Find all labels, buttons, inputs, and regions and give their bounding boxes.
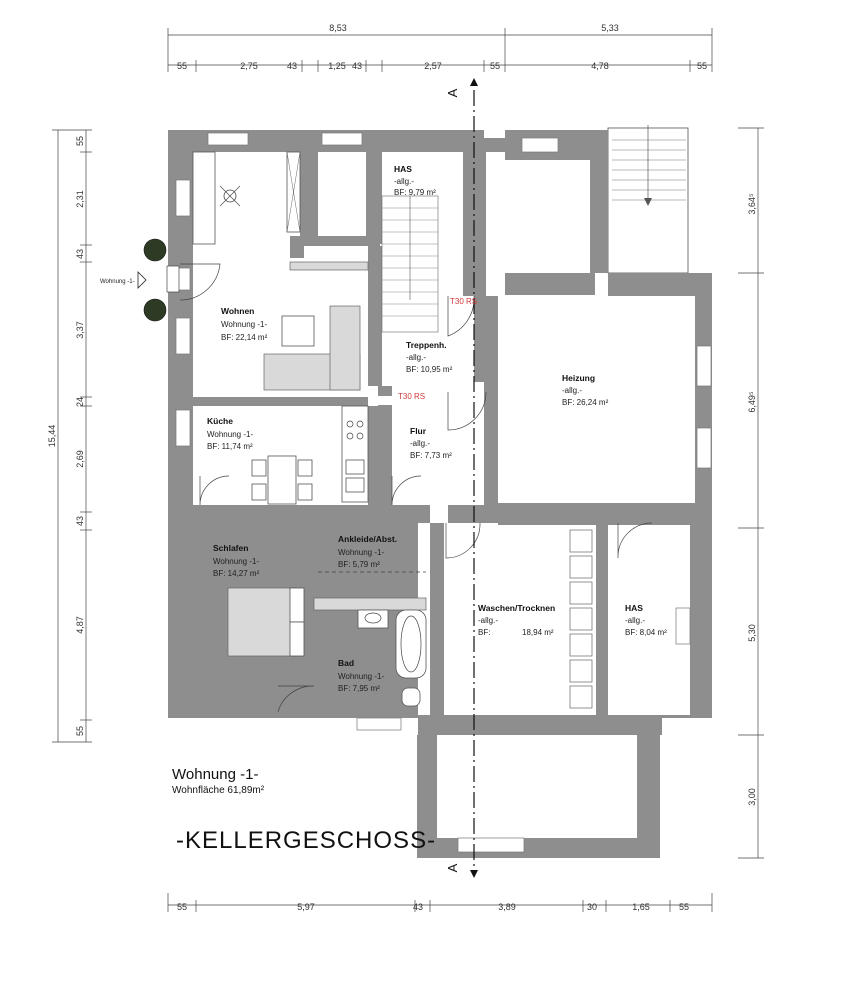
dim-bottom: 3,89: [498, 902, 516, 912]
room-area: BF: 22,14 m²: [221, 333, 268, 342]
dim-left-detail: 24: [75, 397, 85, 407]
walls: [168, 130, 712, 858]
fire-door-label: T30 RS: [450, 297, 477, 306]
dim-bottom: 5,97: [297, 902, 315, 912]
bottom-dimensions: 55 5,97 43 3,89 30 1,65 55: [167, 893, 713, 912]
dim-top-total-1: 8,53: [329, 23, 347, 33]
room-area: BF: 5,79 m²: [338, 560, 380, 569]
legend: Wohnung -1- Wohnfläche 61,89m² -KELLERGE…: [172, 766, 436, 854]
dim-top-detail: 43: [352, 61, 362, 71]
room-usage: -allg.-: [478, 616, 498, 625]
room-name: Schlafen: [213, 543, 248, 553]
room-area: BF: 14,27 m²: [213, 569, 260, 578]
dim-left-detail: 55: [75, 726, 85, 736]
room-usage: Wohnung -1-: [213, 557, 259, 566]
dim-left-detail: 55: [75, 136, 85, 146]
dim-left-total: 15,44: [47, 425, 57, 448]
section-label-bottom: A: [445, 863, 460, 872]
dim-right: 5,30: [747, 624, 757, 642]
room-area: BF: 7,73 m²: [410, 451, 452, 460]
room-area: BF: 10,95 m²: [406, 365, 453, 374]
room-usage: -allg.-: [410, 439, 430, 448]
room-name: HAS: [625, 603, 643, 613]
dim-top-detail: 55: [490, 61, 500, 71]
dim-top-detail: 55: [177, 61, 187, 71]
room-name: Flur: [410, 426, 427, 436]
dim-bottom: 1,65: [632, 902, 650, 912]
room-ankleide: Ankleide/Abst. Wohnung -1- BF: 5,79 m²: [338, 534, 397, 569]
furniture: [137, 151, 593, 709]
dim-top-detail: 2,75: [240, 61, 258, 71]
room-kueche: Küche Wohnung -1- BF: 11,74 m²: [207, 416, 253, 451]
room-name: Ankleide/Abst.: [338, 534, 397, 544]
room-area: BF: 9,79 m²: [394, 188, 436, 197]
room-wohnen: Wohnen Wohnung -1- BF: 22,14 m²: [221, 306, 268, 342]
dim-right: 6,49⁵: [747, 391, 757, 413]
dim-bottom: 30: [587, 902, 597, 912]
room-area: BF: 8,04 m²: [625, 628, 667, 637]
room-has-top: HAS -allg.- BF: 9,79 m²: [394, 164, 436, 197]
room-usage: Wohnung -1-: [221, 320, 267, 329]
room-usage: Wohnung -1-: [207, 430, 253, 439]
room-name: Küche: [207, 416, 233, 426]
room-area-label: BF:: [478, 628, 490, 637]
room-name: Wohnen: [221, 306, 254, 316]
room-bad: Bad Wohnung -1- BF: 7,95 m²: [338, 658, 384, 693]
room-name: HAS: [394, 164, 412, 174]
room-has-right: HAS -allg.- BF: 8,04 m²: [625, 603, 667, 637]
room-labels: HAS -allg.- BF: 9,79 m² Wohnen Wohnung -…: [100, 164, 667, 693]
dim-top-detail: 2,57: [424, 61, 442, 71]
room-area: BF: 11,74 m²: [207, 442, 253, 451]
room-treppenhaus: Treppenh. -allg.- BF: 10,95 m²: [406, 340, 453, 374]
dim-left-detail: 4,87: [75, 616, 85, 634]
dim-top-detail: 43: [287, 61, 297, 71]
dim-right: 3,64⁵: [747, 193, 757, 215]
interior-walls: [193, 152, 712, 715]
room-usage: -allg.-: [562, 386, 582, 395]
left-dimensions: 15,44 55 2,31 43 3,37 24 2,69 43 4,87 55: [47, 129, 92, 743]
room-area: 18,94 m²: [522, 628, 554, 637]
living-area: Wohnfläche 61,89m²: [172, 785, 265, 796]
section-line: A A: [445, 78, 478, 878]
room-usage: -allg.-: [406, 353, 426, 362]
dim-top-detail: 55: [697, 61, 707, 71]
room-usage: Wohnung -1-: [338, 548, 384, 557]
room-usage: -allg.-: [625, 616, 645, 625]
room-heizung: Heizung -allg.- BF: 26,24 m²: [562, 373, 609, 407]
section-label-top: A: [445, 88, 460, 97]
room-name: Treppenh.: [406, 340, 447, 350]
dim-bottom: 55: [177, 902, 187, 912]
dim-right: 3,00: [747, 788, 757, 806]
room-schlafen: Schlafen Wohnung -1- BF: 14,27 m²: [213, 543, 260, 578]
dim-left-detail: 2,31: [75, 190, 85, 208]
dim-top-detail: 4,78: [591, 61, 609, 71]
dim-left-detail: 43: [75, 516, 85, 526]
dim-left-detail: 2,69: [75, 450, 85, 468]
room-flur: Flur -allg.- BF: 7,73 m²: [410, 426, 452, 460]
dim-left-detail: 43: [75, 249, 85, 259]
doors: [179, 263, 653, 713]
room-name: Bad: [338, 658, 354, 668]
room-usage: Wohnung -1-: [338, 672, 384, 681]
entrance-label: Wohnung -1-: [100, 279, 135, 285]
top-dimensions: 8,53 5,33 55 2,75 43 1,25 43 2,57 55 4,7…: [167, 23, 713, 72]
room-area: BF: 26,24 m²: [562, 398, 609, 407]
floor-title: -KELLERGESCHOSS-: [176, 827, 436, 854]
room-waschen: Waschen/Trocknen -allg.- BF: 18,94 m²: [478, 603, 555, 637]
apartment-title: Wohnung -1-: [172, 766, 258, 783]
right-dimensions: 3,64⁵ 6,49⁵ 5,30 3,00: [738, 127, 764, 859]
dim-bottom: 43: [413, 902, 423, 912]
dim-left-detail: 3,37: [75, 321, 85, 339]
dim-top-total-2: 5,33: [601, 23, 619, 33]
dim-top-detail: 1,25: [328, 61, 346, 71]
room-area: BF: 7,95 m²: [338, 684, 380, 693]
dim-bottom: 55: [679, 902, 689, 912]
outer-stair: [607, 125, 689, 274]
room-usage: -allg.-: [394, 177, 414, 186]
room-name: Heizung: [562, 373, 595, 383]
room-name: Waschen/Trocknen: [478, 603, 555, 613]
fire-door-label: T30 RS: [398, 392, 425, 401]
